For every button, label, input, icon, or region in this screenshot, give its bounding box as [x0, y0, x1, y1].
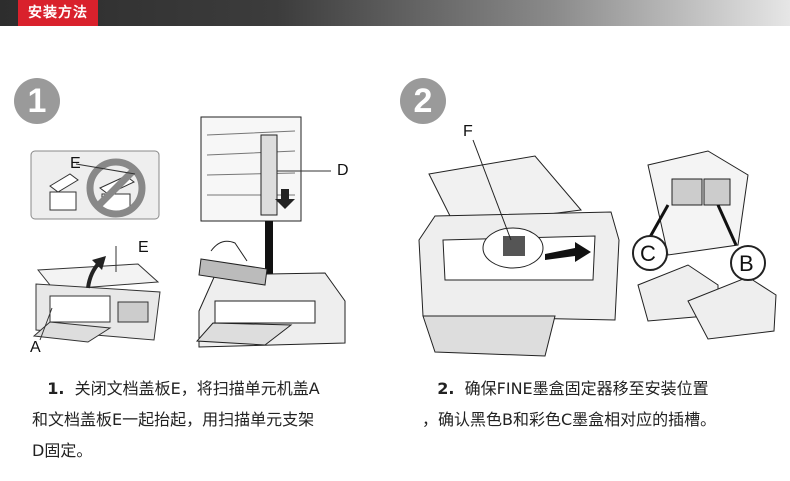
- step-2-caption-line-2: ，确认黑色B和彩色C墨盒相对应的插槽。: [422, 410, 717, 429]
- cartridge-holder-illustration: F: [418, 123, 620, 357]
- step-1-caption: 1. 关闭文档盖板E，将扫描单元机盖A 和文档盖板E一起抬起，用扫描单元支架 D…: [32, 373, 320, 466]
- step-1-caption-line-3: D固定。: [32, 441, 93, 460]
- scanner-support-illustration: D: [195, 116, 349, 348]
- step-1-caption-line-1: 关闭文档盖板E，将扫描单元机盖A: [74, 379, 320, 398]
- step-2-caption: 2. 确保FINE墨盒固定器移至安装位置 ，确认黑色B和彩色C墨盒相对应的插槽。: [422, 373, 716, 435]
- step-2-caption-dot: .: [448, 379, 455, 398]
- step-2-number-badge: 2: [400, 78, 446, 124]
- step-2-caption-line-1: 确保FINE墨盒固定器移至安装位置: [464, 379, 709, 398]
- step-1-number-badge: 1: [14, 78, 60, 124]
- label-f: F: [463, 123, 473, 140]
- label-c: C: [640, 241, 656, 266]
- ink-slot-illustration: C B: [632, 150, 777, 340]
- section-title: 安装方法: [18, 0, 98, 26]
- label-b: B: [739, 251, 754, 276]
- step-1-caption-dot: .: [58, 379, 65, 398]
- label-e-small: E: [70, 155, 81, 172]
- label-d: D: [337, 162, 349, 179]
- step-1-caption-number: 1: [47, 379, 59, 398]
- step-1-caption-line-2: 和文档盖板E一起抬起，用扫描单元支架: [32, 410, 315, 429]
- printer-cover-lift-illustration: E A: [30, 239, 161, 354]
- label-e-top: E: [138, 239, 149, 256]
- label-a: A: [30, 339, 41, 354]
- warning-do-not-open-illustration: E: [30, 150, 160, 220]
- section-header-bar: 安装方法: [0, 0, 790, 26]
- step-2-caption-number: 2: [437, 379, 449, 398]
